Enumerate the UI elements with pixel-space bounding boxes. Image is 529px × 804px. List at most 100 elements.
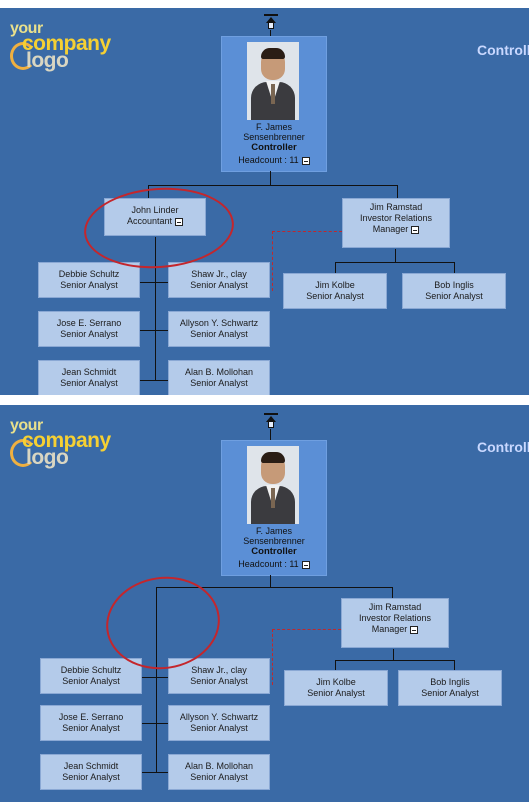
node-title: Senior Analyst bbox=[421, 688, 479, 698]
head-name-2: Sensenbrenner bbox=[243, 132, 305, 142]
logo-text-logo: logo bbox=[26, 49, 69, 72]
dotted-line-connector bbox=[272, 629, 273, 685]
head-node[interactable]: F. James Sensenbrenner Controller Headco… bbox=[221, 36, 327, 172]
collapse-icon[interactable] bbox=[411, 225, 420, 234]
node-name: Debbie Schultz bbox=[60, 665, 122, 675]
node-name: Jose E. Serrano bbox=[56, 318, 122, 328]
node-name: Alan B. Mollohan bbox=[184, 367, 254, 377]
connector-line bbox=[156, 587, 157, 773]
node-title: Senior Analyst bbox=[190, 378, 248, 388]
node-name: Allyson Y. Schwartz bbox=[179, 318, 259, 328]
node-name: Jean Schmidt bbox=[61, 367, 117, 377]
node-title: Senior Analyst bbox=[60, 378, 118, 388]
node-ir-analyst[interactable]: Jim Kolbe Senior Analyst bbox=[284, 670, 388, 706]
node-title: Senior Analyst bbox=[62, 772, 120, 782]
node-title-2: Manager bbox=[372, 224, 409, 234]
head-name: F. James bbox=[255, 122, 292, 132]
node-name: Shaw Jr., clay bbox=[191, 665, 247, 675]
connector-line bbox=[395, 249, 396, 262]
node-title: Investor Relations bbox=[358, 613, 432, 623]
node-analyst[interactable]: Shaw Jr., clay Senior Analyst bbox=[168, 262, 270, 298]
node-analyst[interactable]: Allyson Y. Schwartz Senior Analyst bbox=[168, 705, 270, 741]
node-name: Jose E. Serrano bbox=[58, 712, 124, 722]
connector-line bbox=[142, 772, 168, 773]
logo-arc bbox=[10, 439, 36, 467]
company-logo: your company logo bbox=[8, 417, 111, 469]
node-title: Investor Relations bbox=[359, 213, 433, 223]
org-chart-panel-bottom: your company logo Controller F. James Se… bbox=[0, 405, 529, 802]
connector-line bbox=[335, 660, 336, 670]
node-analyst[interactable]: Jean Schmidt Senior Analyst bbox=[40, 754, 142, 790]
node-analyst[interactable]: Debbie Schultz Senior Analyst bbox=[38, 262, 140, 298]
connector-line bbox=[397, 185, 398, 198]
node-title: Senior Analyst bbox=[190, 280, 248, 290]
dotted-line-connector bbox=[272, 629, 341, 630]
node-title: Senior Analyst bbox=[307, 688, 365, 698]
connector-line bbox=[148, 185, 149, 198]
node-title: Senior Analyst bbox=[190, 723, 248, 733]
node-name: Shaw Jr., clay bbox=[191, 269, 247, 279]
highlight-circle bbox=[81, 182, 237, 274]
node-ir-analyst[interactable]: Bob Inglis Senior Analyst bbox=[398, 670, 502, 706]
head-title: Controller bbox=[251, 142, 297, 153]
connector-line bbox=[335, 262, 455, 263]
logo-text-your: your bbox=[10, 417, 43, 434]
logo-text-company: company bbox=[22, 32, 111, 55]
collapse-icon[interactable] bbox=[301, 156, 310, 165]
chart-title: Controller bbox=[477, 42, 529, 58]
head-name-2: Sensenbrenner bbox=[243, 536, 305, 546]
node-title: Senior Analyst bbox=[425, 291, 483, 301]
node-title: Senior Analyst bbox=[62, 723, 120, 733]
headcount: Headcount : 11 bbox=[222, 155, 326, 165]
node-analyst[interactable]: Jean Schmidt Senior Analyst bbox=[38, 360, 140, 395]
navigate-up-icon[interactable] bbox=[264, 14, 278, 30]
logo-text-company: company bbox=[22, 429, 111, 452]
connector-line bbox=[155, 237, 156, 381]
collapse-icon[interactable] bbox=[175, 217, 184, 226]
node-name: Alan B. Mollohan bbox=[184, 761, 254, 771]
connector-line bbox=[156, 587, 393, 588]
dotted-line-connector bbox=[272, 231, 342, 232]
collapse-icon[interactable] bbox=[301, 560, 310, 569]
node-title: Senior Analyst bbox=[190, 329, 248, 339]
navigate-up-icon[interactable] bbox=[264, 413, 278, 429]
node-analyst[interactable]: Debbie Schultz Senior Analyst bbox=[40, 658, 142, 694]
node-jim-ramstad[interactable]: Jim Ramstad Investor Relations Manager bbox=[342, 198, 450, 248]
connector-line bbox=[270, 429, 271, 440]
connector-line bbox=[142, 677, 168, 678]
node-john-linder[interactable]: John Linder Accountant bbox=[104, 198, 206, 236]
node-name: Jim Ramstad bbox=[369, 202, 423, 212]
node-ir-analyst[interactable]: Bob Inglis Senior Analyst bbox=[402, 273, 506, 309]
node-analyst[interactable]: Jose E. Serrano Senior Analyst bbox=[40, 705, 142, 741]
node-ir-analyst[interactable]: Jim Kolbe Senior Analyst bbox=[283, 273, 387, 309]
connector-line bbox=[392, 587, 393, 598]
connector-line bbox=[270, 575, 271, 587]
node-title: Senior Analyst bbox=[190, 772, 248, 782]
node-name: Jim Kolbe bbox=[315, 280, 355, 290]
connector-line bbox=[393, 649, 394, 660]
node-title: Senior Analyst bbox=[60, 280, 118, 290]
node-analyst[interactable]: Alan B. Mollohan Senior Analyst bbox=[168, 754, 270, 790]
node-jim-ramstad[interactable]: Jim Ramstad Investor Relations Manager bbox=[341, 598, 449, 648]
headcount-text: Headcount : 11 bbox=[238, 559, 299, 569]
node-title: Senior Analyst bbox=[306, 291, 364, 301]
connector-line bbox=[335, 660, 455, 661]
node-title: Accountant bbox=[126, 216, 173, 226]
head-name: F. James bbox=[255, 526, 292, 536]
person-photo bbox=[247, 446, 299, 524]
logo-text-your: your bbox=[10, 20, 43, 37]
node-analyst[interactable]: Jose E. Serrano Senior Analyst bbox=[38, 311, 140, 347]
node-analyst[interactable]: Alan B. Mollohan Senior Analyst bbox=[168, 360, 270, 395]
connector-line bbox=[140, 330, 168, 331]
head-node[interactable]: F. James Sensenbrenner Controller Headco… bbox=[221, 440, 327, 576]
head-title: Controller bbox=[251, 546, 297, 557]
chart-title: Controller bbox=[477, 439, 529, 455]
person-photo bbox=[247, 42, 299, 120]
node-name: Allyson Y. Schwartz bbox=[179, 712, 259, 722]
collapse-icon[interactable] bbox=[410, 625, 419, 634]
node-analyst[interactable]: Allyson Y. Schwartz Senior Analyst bbox=[168, 311, 270, 347]
node-title-2: Manager bbox=[371, 624, 408, 634]
connector-line bbox=[148, 185, 398, 186]
company-logo: your company logo bbox=[8, 20, 111, 72]
node-analyst[interactable]: Shaw Jr., clay Senior Analyst bbox=[168, 658, 270, 694]
